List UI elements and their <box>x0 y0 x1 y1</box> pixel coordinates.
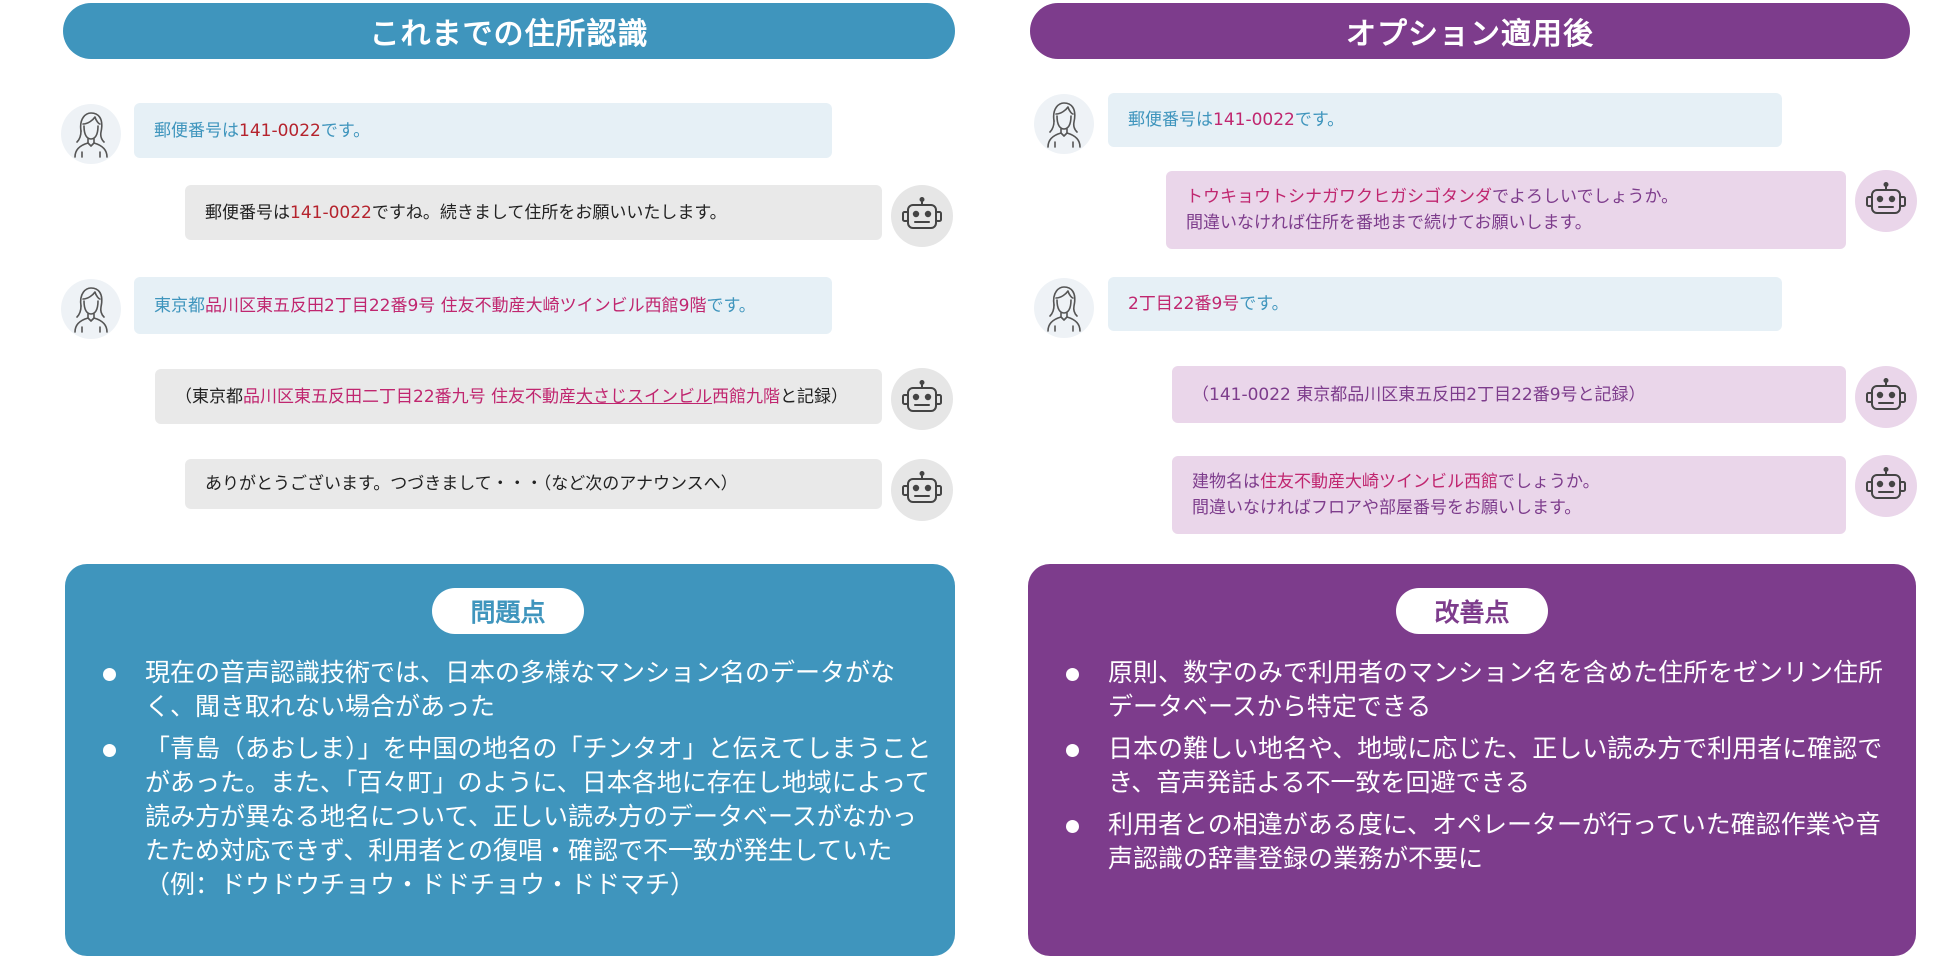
bullet-text: 原則、数字のみで利用者のマンション名を含めた住所をゼンリン住所データベースから特… <box>1108 658 1884 721</box>
left-header: これまでの住所認識 <box>63 3 955 59</box>
message-line: （141-0022 東京都品川区東五反田2丁目22番9号と記録） <box>1192 382 1826 408</box>
robot-icon <box>891 185 953 247</box>
message-text: ありがとうございます。つづきまして・・・（など次のアナウンスへ） <box>205 474 738 494</box>
bullet-icon <box>1066 744 1079 757</box>
message-text: 間違いなければフロアや部屋番号をお願いします。 <box>1192 498 1582 518</box>
message-line: 建物名は住友不動産大崎ツインビル西館でしょうか。 <box>1192 469 1826 495</box>
message-line: （東京都品川区東五反田二丁目22番九号 住友不動産大さじスインビル西館九階と記録… <box>175 384 862 410</box>
message-text: （東京都 <box>175 386 243 407</box>
message-line: 郵便番号は141-0022です。 <box>1128 107 1762 133</box>
message-text: 141-0022 <box>290 202 372 223</box>
message-text: です。 <box>706 295 756 316</box>
message-text: ですね。続きまして住所をお願いいたします。 <box>371 202 727 223</box>
message-text: （141-0022 東京都品川区東五反田2丁目22番9号と記録） <box>1192 384 1646 405</box>
robot-icon <box>1855 455 1917 517</box>
chat-bubble-bot: （東京都品川区東五反田二丁目22番九号 住友不動産大さじスインビル西館九階と記録… <box>155 369 882 424</box>
user-avatar-icon <box>61 279 121 339</box>
chat-bubble-user: 2丁目22番9号です。 <box>1108 277 1782 331</box>
robot-icon <box>891 459 953 521</box>
message-text: 郵便番号は <box>205 202 290 223</box>
chat-bubble-bot: 建物名は住友不動産大崎ツインビル西館でしょうか。間違いなければフロアや部屋番号を… <box>1172 456 1846 534</box>
message-text: 建物名は <box>1192 472 1260 492</box>
robot-icon <box>1855 366 1917 428</box>
robot-icon <box>891 368 953 430</box>
bullet-icon <box>103 668 116 681</box>
improvements-list: 原則、数字のみで利用者のマンション名を含めた住所をゼンリン住所データベースから特… <box>1058 656 1894 884</box>
message-line: 郵便番号は141-0022ですね。続きまして住所をお願いいたします。 <box>205 200 862 226</box>
user-avatar-icon <box>1034 94 1094 154</box>
message-line: 間違いなければフロアや部屋番号をお願いします。 <box>1192 495 1826 521</box>
bullet-text: 現在の音声認識技術では、日本の多様なマンション名のデータがなく、聞き取れない場合… <box>145 658 896 721</box>
chat-bubble-bot: （141-0022 東京都品川区東五反田2丁目22番9号と記録） <box>1172 366 1846 423</box>
message-line: ありがとうございます。つづきまして・・・（など次のアナウンスへ） <box>205 471 862 497</box>
bullet-icon <box>1066 820 1079 833</box>
list-item: 現在の音声認識技術では、日本の多様なマンション名のデータがなく、聞き取れない場合… <box>95 656 933 724</box>
user-avatar-icon <box>1034 278 1094 338</box>
message-text: 2丁目22番9号 <box>1128 294 1240 314</box>
message-text: 大さじスインビル <box>576 386 713 407</box>
message-text: と記録） <box>780 386 849 407</box>
bullet-text: 「青島（あおしま）」を中国の地名の「チンタオ」と伝えてしまうことがあった。また、… <box>145 734 932 899</box>
message-text: 東京都 <box>154 295 205 316</box>
left-header-title: これまでの住所認識 <box>369 17 649 52</box>
problems-list: 現在の音声認識技術では、日本の多様なマンション名のデータがなく、聞き取れない場合… <box>95 656 933 910</box>
chat-bubble-user: 郵便番号は141-0022です。 <box>1108 93 1782 147</box>
chat-bubble-bot: 郵便番号は141-0022ですね。続きまして住所をお願いいたします。 <box>185 185 882 240</box>
chat-bubble-user: 郵便番号は141-0022です。 <box>134 103 832 158</box>
right-header-title: オプション適用後 <box>1346 17 1594 52</box>
message-text: 品川区東五反田二丁目22番九号 住友不動産 <box>243 386 577 407</box>
message-text: 141-0022 <box>1213 110 1295 130</box>
improvements-label-text: 改善点 <box>1434 598 1510 627</box>
message-text: です。 <box>1294 110 1345 130</box>
user-avatar-icon <box>61 104 121 164</box>
message-text: 品川区東五反田2丁目22番9号 住友不動産大崎ツインビル西館9階 <box>205 295 707 316</box>
message-line: 2丁目22番9号です。 <box>1128 291 1762 317</box>
problems-label-text: 問題点 <box>470 598 546 627</box>
message-text: 郵便番号は <box>154 120 239 141</box>
message-text: 141-0022 <box>239 120 321 141</box>
message-text: 西館九階 <box>712 386 781 407</box>
message-text: です。 <box>320 120 371 141</box>
message-text: でしょうか。 <box>1498 472 1600 492</box>
message-line: 郵便番号は141-0022です。 <box>154 118 812 144</box>
list-item: 日本の難しい地名や、地域に応じた、正しい読み方で利用者に確認でき、音声発話よる不… <box>1058 732 1894 800</box>
message-line: 東京都品川区東五反田2丁目22番9号 住友不動産大崎ツインビル西館9階です。 <box>154 293 812 319</box>
bullet-icon <box>1066 668 1079 681</box>
robot-icon <box>1855 170 1917 232</box>
message-text: 間違いなければ住所を番地まで続けてお願いします。 <box>1186 213 1592 233</box>
list-item: 利用者との相違がある度に、オペレーターが行っていた確認作業や音声認識の辞書登録の… <box>1058 808 1894 876</box>
problems-label: 問題点 <box>432 588 584 634</box>
problems-panel: 問題点 現在の音声認識技術では、日本の多様なマンション名のデータがなく、聞き取れ… <box>65 564 955 956</box>
bullet-text: 日本の難しい地名や、地域に応じた、正しい読み方で利用者に確認でき、音声発話よる不… <box>1108 734 1883 797</box>
list-item: 「青島（あおしま）」を中国の地名の「チンタオ」と伝えてしまうことがあった。また、… <box>95 732 933 902</box>
message-text: 郵便番号は <box>1128 110 1213 130</box>
message-text: です。 <box>1239 294 1289 314</box>
bullet-text: 利用者との相違がある度に、オペレーターが行っていた確認作業や音声認識の辞書登録の… <box>1108 810 1881 873</box>
bullet-icon <box>103 744 116 757</box>
message-text: トウキョウトシナガワクヒガシゴタンダ <box>1186 187 1492 207</box>
message-text: でよろしいでしょうか。 <box>1492 187 1679 207</box>
improvements-label: 改善点 <box>1396 588 1548 634</box>
message-line: トウキョウトシナガワクヒガシゴタンダでよろしいでしょうか。 <box>1186 184 1826 210</box>
right-header: オプション適用後 <box>1030 3 1910 59</box>
improvements-panel: 改善点 原則、数字のみで利用者のマンション名を含めた住所をゼンリン住所データベー… <box>1028 564 1916 956</box>
chat-bubble-bot: ありがとうございます。つづきまして・・・（など次のアナウンスへ） <box>185 459 882 509</box>
chat-bubble-bot: トウキョウトシナガワクヒガシゴタンダでよろしいでしょうか。間違いなければ住所を番… <box>1166 171 1846 249</box>
message-line: 間違いなければ住所を番地まで続けてお願いします。 <box>1186 210 1826 236</box>
list-item: 原則、数字のみで利用者のマンション名を含めた住所をゼンリン住所データベースから特… <box>1058 656 1894 724</box>
chat-bubble-user: 東京都品川区東五反田2丁目22番9号 住友不動産大崎ツインビル西館9階です。 <box>134 277 832 334</box>
message-text: 住友不動産大崎ツインビル西館 <box>1260 472 1498 492</box>
